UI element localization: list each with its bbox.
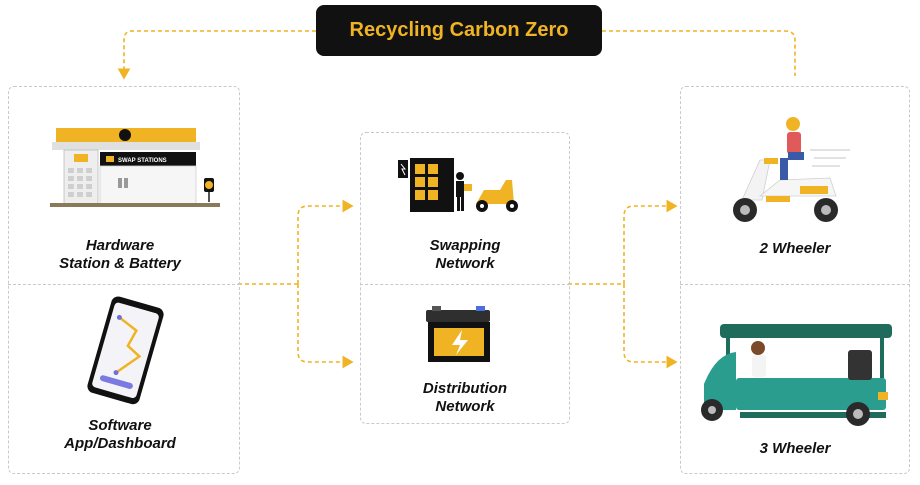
right-column-box [680, 86, 910, 474]
software-label-line2: App/Dashboard [64, 435, 176, 452]
right-divider [680, 284, 910, 285]
title-text: Recycling Carbon Zero [349, 19, 569, 41]
swapping-label-line2: Network [435, 255, 495, 272]
lightning-icon [452, 330, 468, 355]
software-label-line1: Software [88, 417, 152, 434]
swapping-label: Swapping Network [360, 237, 570, 273]
distribution-label-line2: Network [435, 398, 495, 415]
three-wheeler-label: 3 Wheeler [759, 440, 831, 457]
title-banner: Recycling Carbon Zero [316, 5, 602, 56]
middle-divider [360, 284, 570, 285]
hardware-label: Hardware Station & Battery [20, 237, 220, 273]
title-to-right-connector [602, 30, 796, 76]
distribution-label-line1: Distribution [422, 380, 508, 397]
software-label: Software App/Dashboard [20, 417, 220, 453]
hardware-label-line2: Station & Battery [59, 255, 181, 272]
logo-icon [119, 129, 131, 141]
distribution-label: Distribution Network [360, 380, 570, 416]
swapping-label-line1: Swapping [429, 237, 501, 254]
sign-text: SWAP STATIONS [118, 158, 167, 164]
two-wheeler-label: 2 Wheeler [759, 240, 831, 257]
hardware-label-line1: Hardware [85, 237, 155, 254]
title-to-left-connector [117, 30, 316, 80]
left-divider [8, 284, 240, 285]
middle-column-box [360, 132, 570, 424]
left-column-box [8, 86, 240, 474]
